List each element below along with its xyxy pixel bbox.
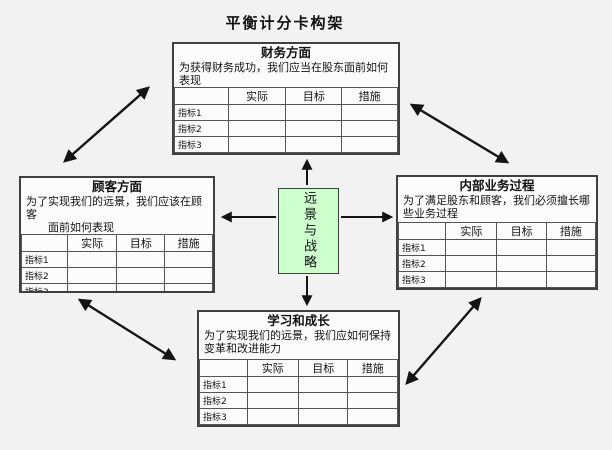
empty-cell — [227, 120, 287, 137]
empty-cell — [496, 271, 547, 288]
empty-cell — [445, 271, 498, 288]
empty-cell — [341, 104, 398, 121]
box-description: 为了实现我们的远景，我们应如何保持 变革和改进能力 — [204, 329, 391, 355]
empty-cell — [341, 136, 398, 153]
empty-cell — [496, 255, 547, 272]
empty-cell — [116, 267, 166, 284]
internal-process-perspective-box: 内部业务过程 为了满足股东和顾客，我们必须擅长哪 些业务过程 实际 目标 措施 … — [396, 175, 598, 290]
arrow-finance-internal — [409, 103, 510, 164]
empty-cell — [347, 408, 398, 425]
empty-cell — [297, 408, 349, 425]
empty-cell — [297, 376, 349, 393]
empty-cell — [545, 255, 596, 272]
page-title: 平衡计分卡构架 — [225, 14, 345, 32]
empty-cell — [545, 271, 596, 288]
box-description: 为获得财务成功，我们应当在股东面前如何 表现 — [179, 61, 388, 87]
row-label: 指标3 — [21, 283, 68, 291]
finance-metrics-table: 实际 目标 措施 指标1 指标2 指标3 — [174, 87, 398, 153]
empty-cell — [341, 120, 398, 137]
box-title: 内部业务过程 — [459, 178, 535, 193]
box-description: 为了满足股东和顾客，我们必须擅长哪 些业务过程 — [403, 194, 590, 220]
col-header-target: 目标 — [285, 87, 343, 105]
customer-perspective-box: 顾客方面 为了实现我们的远景，我们应该在顾客 面前如何表现 实际 目标 措施 指… — [19, 176, 215, 293]
col-header-target: 目标 — [496, 222, 547, 240]
empty-cell — [66, 283, 118, 291]
col-header-actual: 实际 — [445, 222, 498, 240]
customer-metrics-table: 实际 目标 措施 指标1 指标2 指标3 — [21, 234, 213, 291]
col-header-actual: 实际 — [246, 359, 299, 377]
row-label: 指标2 — [21, 267, 68, 284]
row-label: 指标1 — [21, 251, 68, 268]
empty-cell — [164, 267, 213, 284]
empty-cell — [285, 104, 343, 121]
empty-cell — [246, 376, 299, 393]
box-description: 为了实现我们的远景，我们应该在顾客 面前如何表现 — [26, 195, 202, 234]
empty-cell — [496, 239, 547, 256]
row-label: 指标3 — [199, 408, 248, 425]
vision-strategy-box: 远景与战略 — [278, 188, 339, 274]
empty-cell — [347, 392, 398, 409]
row-label: 指标1 — [398, 239, 447, 256]
empty-cell — [246, 392, 299, 409]
corner-cell — [21, 234, 68, 252]
empty-cell — [164, 283, 213, 291]
row-label: 指标1 — [199, 376, 248, 393]
empty-cell — [347, 376, 398, 393]
row-label: 指标2 — [199, 392, 248, 409]
arrow-customer-learning — [77, 298, 177, 361]
row-label: 指标1 — [174, 104, 229, 121]
empty-cell — [445, 255, 498, 272]
learning-metrics-table: 实际 目标 措施 指标1 指标2 指标3 — [199, 359, 398, 425]
corner-cell — [398, 222, 447, 240]
box-title: 学习和成长 — [267, 313, 330, 328]
col-header-measure: 措施 — [341, 87, 398, 105]
empty-cell — [164, 251, 213, 268]
empty-cell — [116, 251, 166, 268]
learning-growth-perspective-box: 学习和成长 为了实现我们的远景，我们应如何保持 变革和改进能力 实际 目标 措施… — [197, 310, 400, 427]
empty-cell — [116, 283, 166, 291]
vision-strategy-label: 远景与战略 — [301, 191, 316, 271]
empty-cell — [285, 120, 343, 137]
box-title: 顾客方面 — [91, 179, 142, 194]
empty-cell — [445, 239, 498, 256]
empty-cell — [227, 136, 287, 153]
col-header-target: 目标 — [116, 234, 166, 252]
col-header-measure: 措施 — [164, 234, 213, 252]
empty-cell — [285, 136, 343, 153]
arrow-customer-finance — [63, 86, 150, 163]
empty-cell — [227, 104, 287, 121]
col-header-actual: 实际 — [227, 87, 287, 105]
empty-cell — [66, 251, 118, 268]
col-header-target: 目标 — [297, 359, 349, 377]
empty-cell — [545, 239, 596, 256]
col-header-measure: 措施 — [545, 222, 596, 240]
row-label: 指标2 — [174, 120, 229, 137]
col-header-measure: 措施 — [347, 359, 398, 377]
row-label: 指标3 — [398, 271, 447, 288]
corner-cell — [174, 87, 229, 105]
empty-cell — [66, 267, 118, 284]
arrow-learning-internal — [405, 297, 482, 385]
corner-cell — [199, 359, 248, 377]
empty-cell — [297, 392, 349, 409]
row-label: 指标2 — [398, 255, 447, 272]
finance-perspective-box: 财务方面 为获得财务成功，我们应当在股东面前如何 表现 实际 目标 措施 指标1… — [172, 42, 400, 155]
row-label: 指标3 — [174, 136, 229, 153]
empty-cell — [246, 408, 299, 425]
internal-metrics-table: 实际 目标 措施 指标1 指标2 指标3 — [398, 222, 596, 288]
box-title: 财务方面 — [260, 45, 311, 60]
col-header-actual: 实际 — [66, 234, 118, 252]
